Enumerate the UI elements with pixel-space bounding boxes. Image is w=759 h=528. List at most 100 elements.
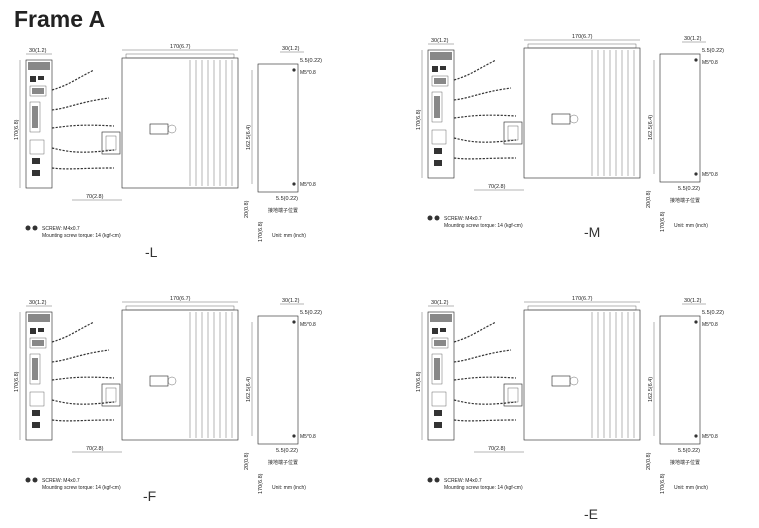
length-label: 170(6.7) [170,44,191,50]
rear-view: 30(1.2) 5.5(0.22) M5*0.8 M5*0.8 162.5(6.… [646,36,724,232]
panel-l: 30(1.2) 170(6.8) 170(6.7) 70(2.8) [14,40,354,260]
screw-top-label: M5*0.8 [300,322,316,328]
cables [453,321,523,422]
height-label: 170(6.8) [416,109,422,130]
torque-note: Mounting screw torque: 14 (kgf-cm) [444,485,523,491]
notes: SCREW: M4x0.7 Mounting screw torque: 14 … [427,477,708,491]
screw-icon [434,477,440,483]
cables [453,59,523,160]
bottom-label: 20(0.8) [646,190,652,208]
notes: SCREW: M4x0.7 Mounting screw torque: 14 … [427,215,708,229]
unit-note: Unit: mm (inch) [674,223,708,229]
cables [51,321,121,422]
front-view: 30(1.2) 170(6.8) [14,48,53,189]
length-label: 170(6.7) [572,296,593,302]
dimension-drawing: 30(1.2) 170(6.8) 170(6.7) 70(2.8) [14,44,322,242]
mount-height-label: 162.5(6.4) [648,115,654,140]
screw-icon [434,215,440,221]
ground-note: 接地端子位置 [268,207,298,214]
side-view: 170(6.7) 70(2.8) [474,296,641,453]
heatsink-fins [189,312,233,438]
screw-note: SCREW: M4x0.7 [444,478,482,484]
height-rear-label: 170(6.8) [258,473,264,494]
screw-top-label: M5*0.8 [702,60,718,66]
panel-f: 30(1.2) 170(6.8) 170(6.7) 70(2.8) [14,292,354,512]
heatsink-fins [591,50,635,176]
side-width-label: 30(1.2) [431,38,449,44]
side-width-label: 30(1.2) [431,300,449,306]
screw-bottom-label: M5*0.8 [702,434,718,440]
depth-label: 70(2.8) [86,446,104,452]
ground-note: 接地端子位置 [670,197,700,204]
side-width-label: 30(1.2) [29,48,47,54]
front-view: 30(1.2) 170(6.8) [14,300,53,441]
offset-bottom-label: 5.5(0.22) [276,448,298,454]
ground-note: 接地端子位置 [670,459,700,466]
panel-m: 30(1.2) 170(6.8) 170(6.7) 70(2.8) [416,30,756,250]
screw-icon [25,225,31,231]
screw-icon [32,477,38,483]
page-title: Frame A [14,6,106,32]
depth-label: 70(2.8) [488,184,506,190]
screw-top-label: M5*0.8 [702,322,718,328]
unit-note: Unit: mm (inch) [272,233,306,239]
length-label: 170(6.7) [170,296,191,302]
bottom-label: 20(0.8) [244,200,250,218]
bottom-label: 20(0.8) [244,452,250,470]
bottom-label: 20(0.8) [646,452,652,470]
side-view: 170(6.7) 70(2.8) [474,34,641,191]
rear-width-label: 30(1.2) [684,298,702,304]
mount-height-label: 162.5(6.4) [648,377,654,402]
torque-note: Mounting screw torque: 14 (kgf-cm) [42,233,121,239]
torque-note: Mounting screw torque: 14 (kgf-cm) [444,223,523,229]
offset-top-label: 5.5(0.22) [702,310,724,316]
screw-note: SCREW: M4x0.7 [444,216,482,222]
front-view: 30(1.2) 170(6.8) [416,300,455,441]
mount-height-label: 162.5(6.4) [246,125,252,150]
variant-label: -E [584,506,598,522]
heatsink-fins [189,60,233,186]
variant-label: -M [584,224,601,240]
rear-width-label: 30(1.2) [282,298,300,304]
height-rear-label: 170(6.8) [660,211,666,232]
screw-icon [25,477,31,483]
heatsink-fins [591,312,635,438]
rear-width-label: 30(1.2) [684,36,702,42]
screw-note: SCREW: M4x0.7 [42,226,80,232]
front-view: 30(1.2) 170(6.8) [416,38,455,179]
dimension-drawing: 30(1.2) 170(6.8) 170(6.7) 70(2.8) [416,34,724,232]
height-label: 170(6.8) [14,119,20,140]
screw-icon [427,215,433,221]
offset-bottom-label: 5.5(0.22) [678,186,700,192]
screw-bottom-label: M5*0.8 [300,434,316,440]
rear-view: 30(1.2) 5.5(0.22) M5*0.8 M5*0.8 162.5(6.… [646,298,724,494]
offset-top-label: 5.5(0.22) [300,58,322,64]
dimension-drawing: 30(1.2) 170(6.8) 170(6.7) 70(2.8) [416,296,724,494]
rear-view: 30(1.2) 5.5(0.22) M5*0.8 M5*0.8 162.5(6.… [244,46,322,242]
side-width-label: 30(1.2) [29,300,47,306]
offset-top-label: 5.5(0.22) [300,310,322,316]
variant-label: -L [145,244,158,260]
screw-icon [32,225,38,231]
depth-label: 70(2.8) [488,446,506,452]
side-view: 170(6.7) 70(2.8) [72,44,239,201]
height-rear-label: 170(6.8) [660,473,666,494]
rear-width-label: 30(1.2) [282,46,300,52]
torque-note: Mounting screw torque: 14 (kgf-cm) [42,485,121,491]
side-view: 170(6.7) 70(2.8) [72,296,239,453]
panel-e: 30(1.2) 170(6.8) 170(6.7) 70(2.8) [416,292,756,512]
screw-icon [427,477,433,483]
cables [51,69,121,170]
height-label: 170(6.8) [416,371,422,392]
dimension-drawing: 30(1.2) 170(6.8) 170(6.7) 70(2.8) [14,296,322,494]
screw-top-label: M5*0.8 [300,70,316,76]
height-label: 170(6.8) [14,371,20,392]
offset-bottom-label: 5.5(0.22) [678,448,700,454]
rear-view: 30(1.2) 5.5(0.22) M5*0.8 M5*0.8 162.5(6.… [244,298,322,494]
screw-note: SCREW: M4x0.7 [42,478,80,484]
mount-height-label: 162.5(6.4) [246,377,252,402]
depth-label: 70(2.8) [86,194,104,200]
length-label: 170(6.7) [572,34,593,40]
ground-note: 接地端子位置 [268,459,298,466]
unit-note: Unit: mm (inch) [272,485,306,491]
